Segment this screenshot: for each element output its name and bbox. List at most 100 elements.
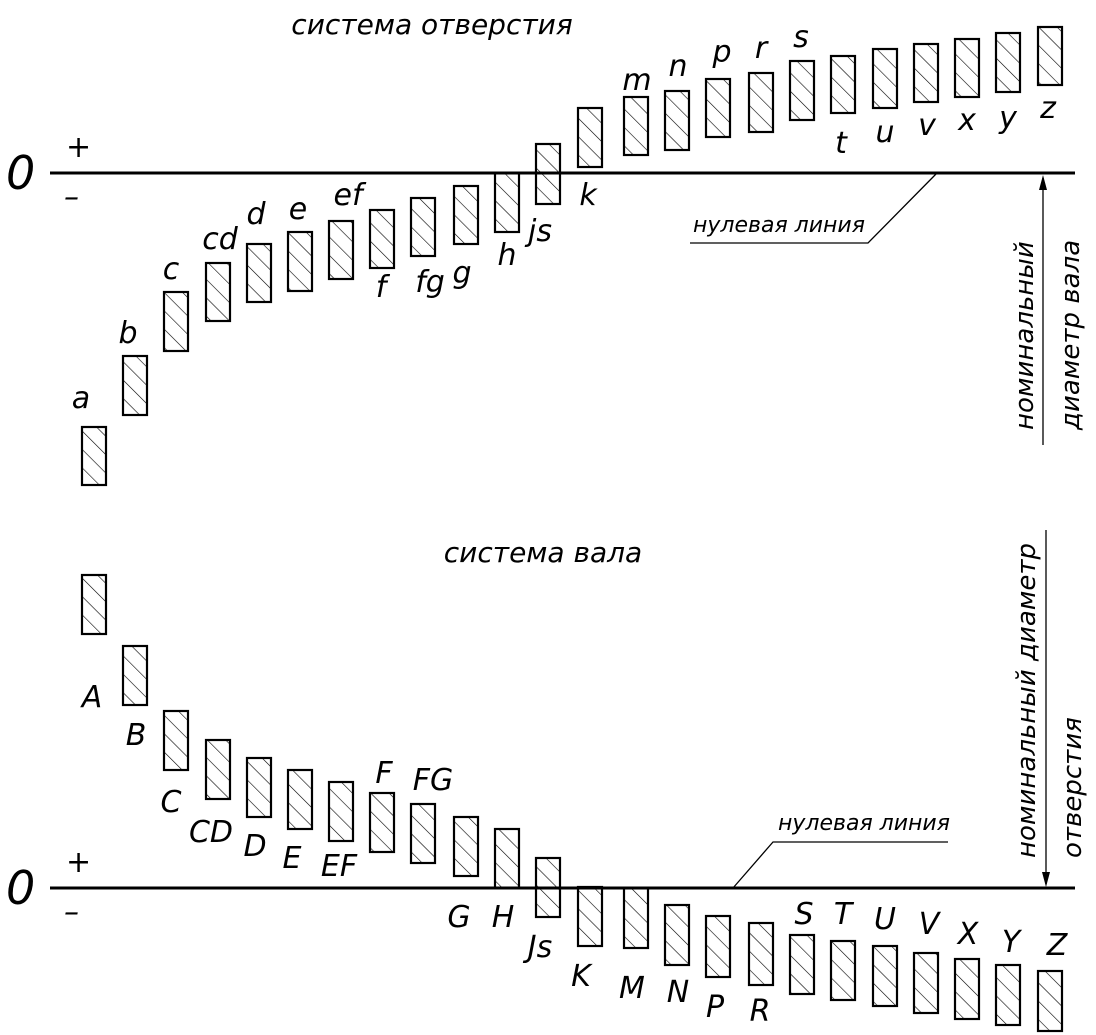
bottom-zero-line-leader <box>732 841 948 889</box>
hole-label-u: u <box>875 115 894 150</box>
hole-label-h: h <box>497 238 516 273</box>
shaft-label-R: R <box>750 994 771 1029</box>
bottom-axis-label-line2: отверстия <box>1058 717 1088 858</box>
hole-field-js <box>534 142 562 206</box>
shaft-field-E <box>286 768 314 831</box>
hole-label-r: r <box>755 31 769 66</box>
hole-field-a <box>80 425 108 487</box>
shaft-label-E: E <box>283 841 302 876</box>
shaft-label-B: B <box>126 718 147 753</box>
shaft-label-F: F <box>375 756 393 791</box>
shaft-field-G <box>452 815 480 878</box>
hole-field-k <box>576 106 604 169</box>
shaft-label-FG: FG <box>413 763 454 798</box>
hole-label-k: k <box>579 178 598 213</box>
shaft-basis-title: система вала <box>444 536 642 569</box>
top-minus-sign: – <box>64 180 79 215</box>
shaft-label-U: U <box>874 902 896 937</box>
hole-basis-title: система отверстия <box>291 8 572 41</box>
shaft-field-H <box>493 827 521 890</box>
hole-field-p <box>704 77 732 139</box>
shaft-label-G: G <box>447 900 470 935</box>
shaft-field-CD <box>204 738 232 801</box>
shaft-field-M <box>622 886 650 950</box>
shaft-field-R <box>747 921 775 987</box>
bottom-minus-sign: – <box>64 895 79 930</box>
hole-label-fg: fg <box>415 265 445 300</box>
shaft-label-CD: CD <box>189 815 233 850</box>
shaft-label-M: M <box>619 971 645 1006</box>
hole-label-v: v <box>918 108 937 143</box>
hole-label-c: c <box>163 252 180 287</box>
shaft-field-EF <box>327 780 355 843</box>
hole-label-ef: ef <box>333 178 366 213</box>
shaft-field-F <box>368 791 396 854</box>
shaft-label-EF: EF <box>321 849 358 884</box>
hole-label-p: p <box>711 35 731 70</box>
shaft-label-C: C <box>161 785 182 820</box>
hole-field-t <box>829 54 857 115</box>
hole-label-n: n <box>668 49 687 84</box>
hole-label-a: a <box>72 381 90 416</box>
shaft-field-P <box>704 914 732 979</box>
hole-label-g: g <box>452 256 471 291</box>
shaft-field-U <box>871 944 899 1008</box>
shaft-label-Y: Y <box>1002 925 1023 960</box>
hole-label-z: z <box>1039 91 1057 126</box>
hole-field-fg <box>409 196 437 258</box>
hole-field-cd <box>204 261 232 323</box>
top-plus-sign: + <box>66 130 91 165</box>
shaft-field-N <box>663 903 691 967</box>
shaft-label-A: A <box>80 680 103 715</box>
shaft-label-S: S <box>794 897 813 932</box>
hole-field-e <box>286 230 314 293</box>
hole-field-z <box>1036 25 1064 87</box>
hole-field-d <box>245 242 273 304</box>
shaft-label-P: P <box>706 990 725 1025</box>
shaft-field-B <box>121 644 149 707</box>
hole-label-m: m <box>622 63 651 98</box>
shaft-field-T <box>829 939 857 1002</box>
top-zero-line-leader <box>690 172 938 244</box>
top-axis-label-line1: номинальный <box>1010 241 1040 430</box>
hole-label-d: d <box>246 197 266 232</box>
shaft-label-X: X <box>956 917 980 952</box>
shaft-label-D: D <box>243 829 266 864</box>
shaft-field-K <box>576 885 604 948</box>
hole-label-cd: cd <box>202 222 238 257</box>
hole-field-u <box>871 47 899 110</box>
shaft-field-Js <box>534 856 562 919</box>
hole-field-y <box>994 31 1022 94</box>
top-axis-label-line2: диаметр вала <box>1056 240 1086 431</box>
shaft-field-Y <box>994 963 1022 1027</box>
hole-label-y: y <box>998 101 1018 136</box>
shaft-label-T: T <box>834 897 855 932</box>
hole-label-x: x <box>957 103 976 138</box>
hole-field-s <box>788 59 816 122</box>
shaft-field-D <box>245 756 273 819</box>
shaft-label-V: V <box>919 907 942 942</box>
bottom-axis-label-line1: номинальный диаметр <box>1012 543 1042 858</box>
hole-label-s: s <box>793 20 809 55</box>
shaft-label-Z: Z <box>1046 928 1069 963</box>
shaft-field-S <box>788 933 816 996</box>
hole-label-f: f <box>376 270 391 305</box>
hole-field-v <box>912 42 940 104</box>
hole-field-g <box>452 184 480 246</box>
shaft-field-X <box>953 957 981 1021</box>
bottom-zero-line-label: нулевая линия <box>778 811 950 836</box>
shaft-basis-section: система вала 0 + – нулевая линия номинал… <box>6 530 1088 1033</box>
shaft-label-Js: Js <box>523 930 552 965</box>
top-zero-line-label: нулевая линия <box>693 213 865 238</box>
hole-label-t: t <box>835 126 848 161</box>
top-nominal-arrowhead <box>1039 175 1047 190</box>
bottom-zero-label: 0 <box>6 861 35 915</box>
bottom-nominal-arrowhead <box>1042 872 1050 887</box>
shaft-field-V <box>912 951 940 1015</box>
bottom-plus-sign: + <box>66 845 91 880</box>
shaft-label-H: H <box>492 900 515 935</box>
shaft-field-A <box>80 573 108 636</box>
hole-field-b <box>121 354 149 417</box>
